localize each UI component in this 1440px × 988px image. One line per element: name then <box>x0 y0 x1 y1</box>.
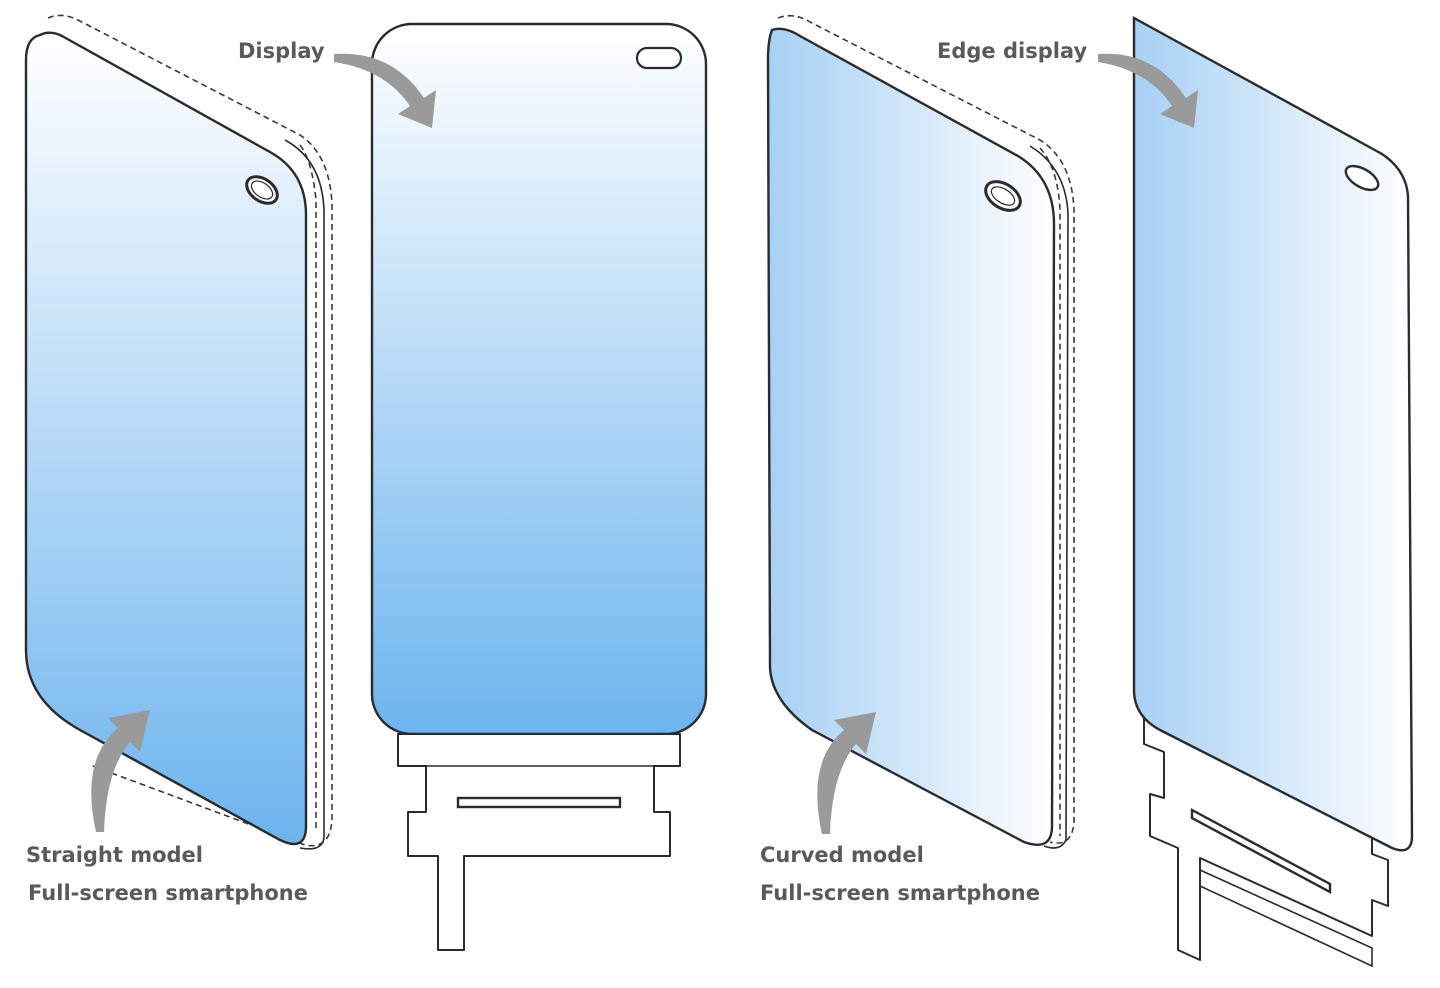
straight-phone-back-outline <box>47 14 333 847</box>
curved-arrow-icon <box>1098 53 1198 128</box>
curved-phone-back-outline <box>777 14 1075 844</box>
straight-model-label: Straight model <box>26 843 203 867</box>
straight-phone-side-dash <box>299 144 317 830</box>
edge-display-screen <box>1132 15 1414 852</box>
punch-hole-camera-icon <box>984 180 1022 212</box>
straight-model-phone <box>24 14 333 850</box>
edge-flex-slot <box>1190 807 1332 895</box>
punch-hole-camera-inner-icon <box>250 180 274 200</box>
straight-model-subtitle: Full-screen smartphone <box>28 881 308 905</box>
curved-phone-side-dash <box>1039 147 1061 836</box>
edge-display-label: Edge display <box>937 39 1087 63</box>
edge-flex-connector <box>1143 711 1389 961</box>
curved-phone-screen <box>766 27 1056 846</box>
display-screen <box>370 22 708 736</box>
edge-display-camera-hole-icon <box>1344 164 1380 192</box>
display-flex-connector <box>397 733 681 951</box>
straight-phone-screen <box>24 31 308 846</box>
curved-arrow-icon <box>91 710 150 832</box>
curved-phone-side-edge <box>1029 145 1069 849</box>
straight-phone-side-edge <box>284 139 325 850</box>
punch-hole-camera-inner-icon <box>990 186 1016 206</box>
edge-display-panel: Edge display <box>937 15 1414 968</box>
display-camera-hole-icon <box>635 46 683 70</box>
curved-model-phone <box>766 14 1075 849</box>
display-label: Display <box>238 39 325 63</box>
edge-flex-tail <box>1199 869 1373 968</box>
curved-arrow-icon <box>817 712 876 834</box>
display-panel: Display <box>238 22 708 951</box>
curved-model-label: Curved model <box>760 843 924 867</box>
punch-hole-camera-icon <box>245 175 279 205</box>
curved-model-subtitle: Full-screen smartphone <box>760 881 1040 905</box>
curved-arrow-icon <box>334 53 436 128</box>
display-flex-slot <box>456 796 622 809</box>
